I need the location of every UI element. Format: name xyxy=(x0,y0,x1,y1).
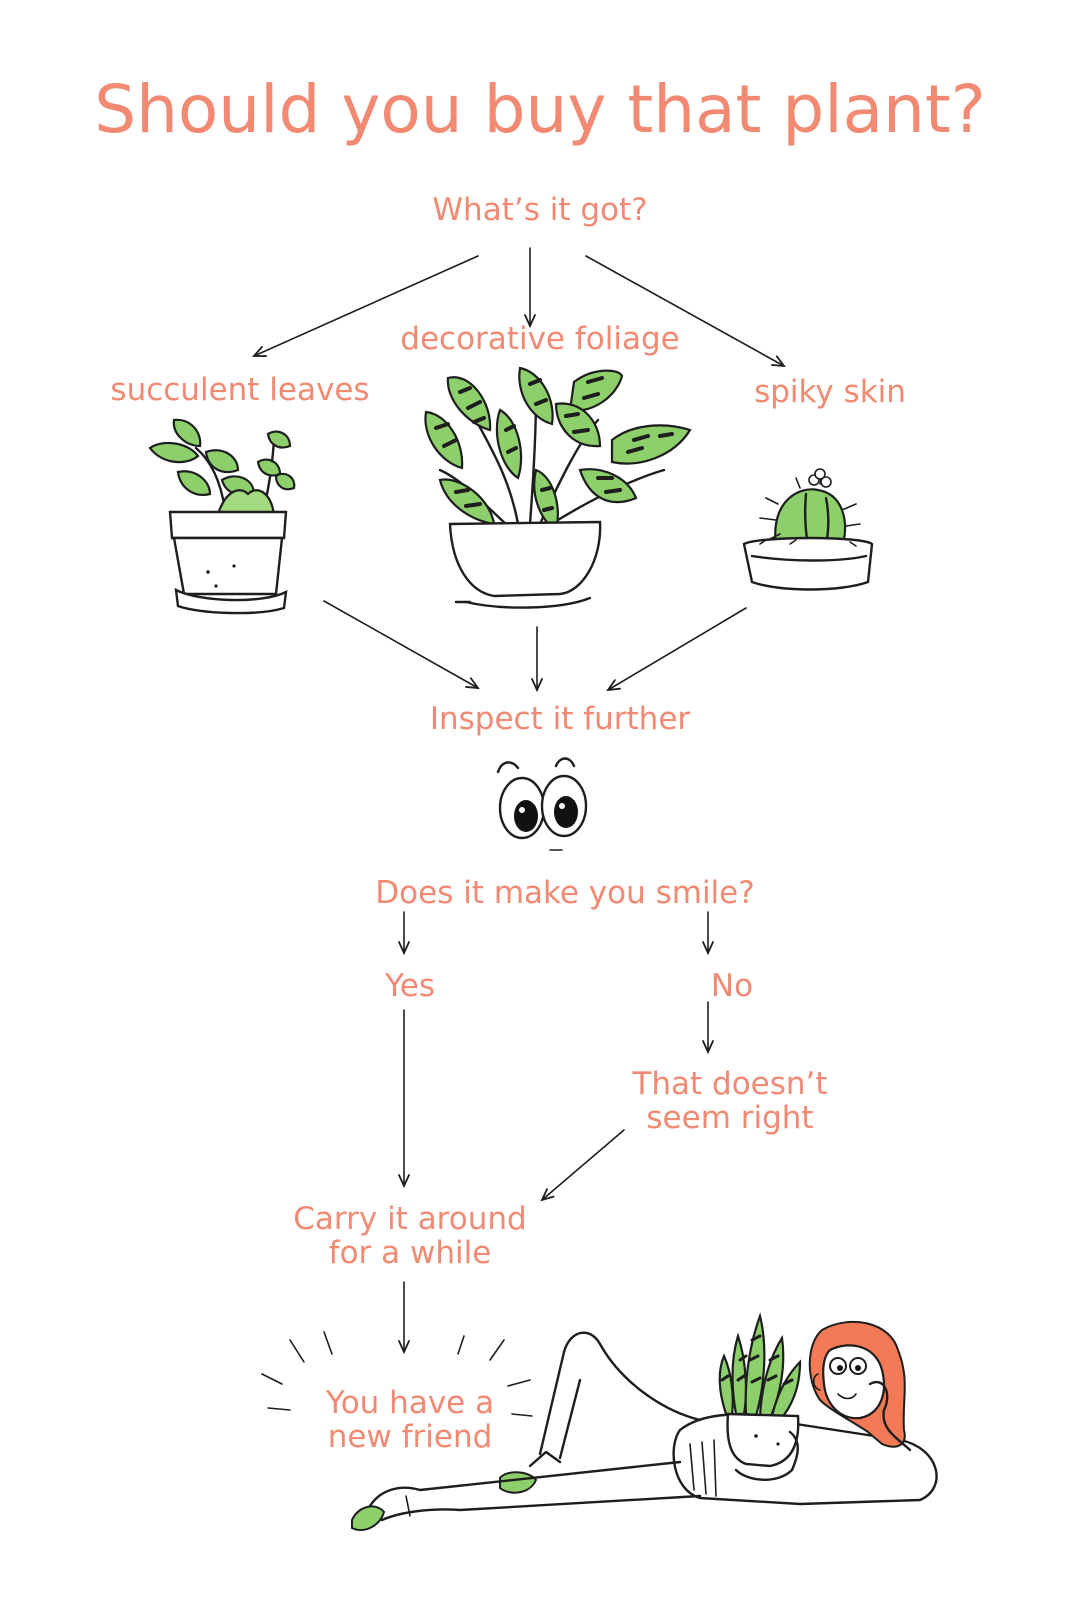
page-title: Should you buy that plant? xyxy=(94,71,986,148)
arrow-wrong-to-carry xyxy=(542,1129,625,1200)
node-new-friend-line-1: You have a xyxy=(325,1385,495,1421)
arrow-spiky-to-inspect xyxy=(608,607,747,690)
node-carry-it-around: Carry it around for a while xyxy=(260,1202,560,1270)
sparkle-lines xyxy=(261,1331,533,1417)
eyes-icon xyxy=(496,757,588,851)
node-decorative-foliage: decorative foliage xyxy=(400,321,680,357)
node-make-you-smile: Does it make you smile? xyxy=(375,875,755,911)
succulent-icon xyxy=(148,418,296,615)
arrow-to-succulent xyxy=(254,255,479,356)
node-succulent-leaves: succulent leaves xyxy=(110,372,370,408)
node-doesnt-seem-right: That doesn’t seem right xyxy=(600,1067,860,1135)
node-doesnt-seem-right-line-1: That doesn’t xyxy=(632,1066,828,1102)
node-yes: Yes xyxy=(384,968,436,1004)
person-with-plant-icon xyxy=(351,1312,938,1531)
node-new-friend-line-2: new friend xyxy=(327,1419,493,1456)
flower-icon xyxy=(808,468,832,488)
arrows xyxy=(254,247,784,1352)
node-whats-it-got: What’s it got? xyxy=(432,192,648,228)
node-carry-line-1: Carry it around xyxy=(293,1201,527,1237)
arrow-succulent-to-inspect xyxy=(323,600,478,688)
node-inspect-further: Inspect it further xyxy=(429,701,691,737)
node-carry-line-2: for a while xyxy=(328,1235,492,1272)
node-new-friend: You have a new friend xyxy=(290,1386,530,1454)
cactus-icon xyxy=(742,468,874,591)
node-no: No xyxy=(710,968,754,1004)
arrow-to-spiky xyxy=(585,255,784,366)
foliage-plant-icon xyxy=(424,366,692,609)
node-doesnt-seem-right-line-2: seem right xyxy=(646,1100,814,1137)
node-spiky-skin: spiky skin xyxy=(754,374,906,410)
